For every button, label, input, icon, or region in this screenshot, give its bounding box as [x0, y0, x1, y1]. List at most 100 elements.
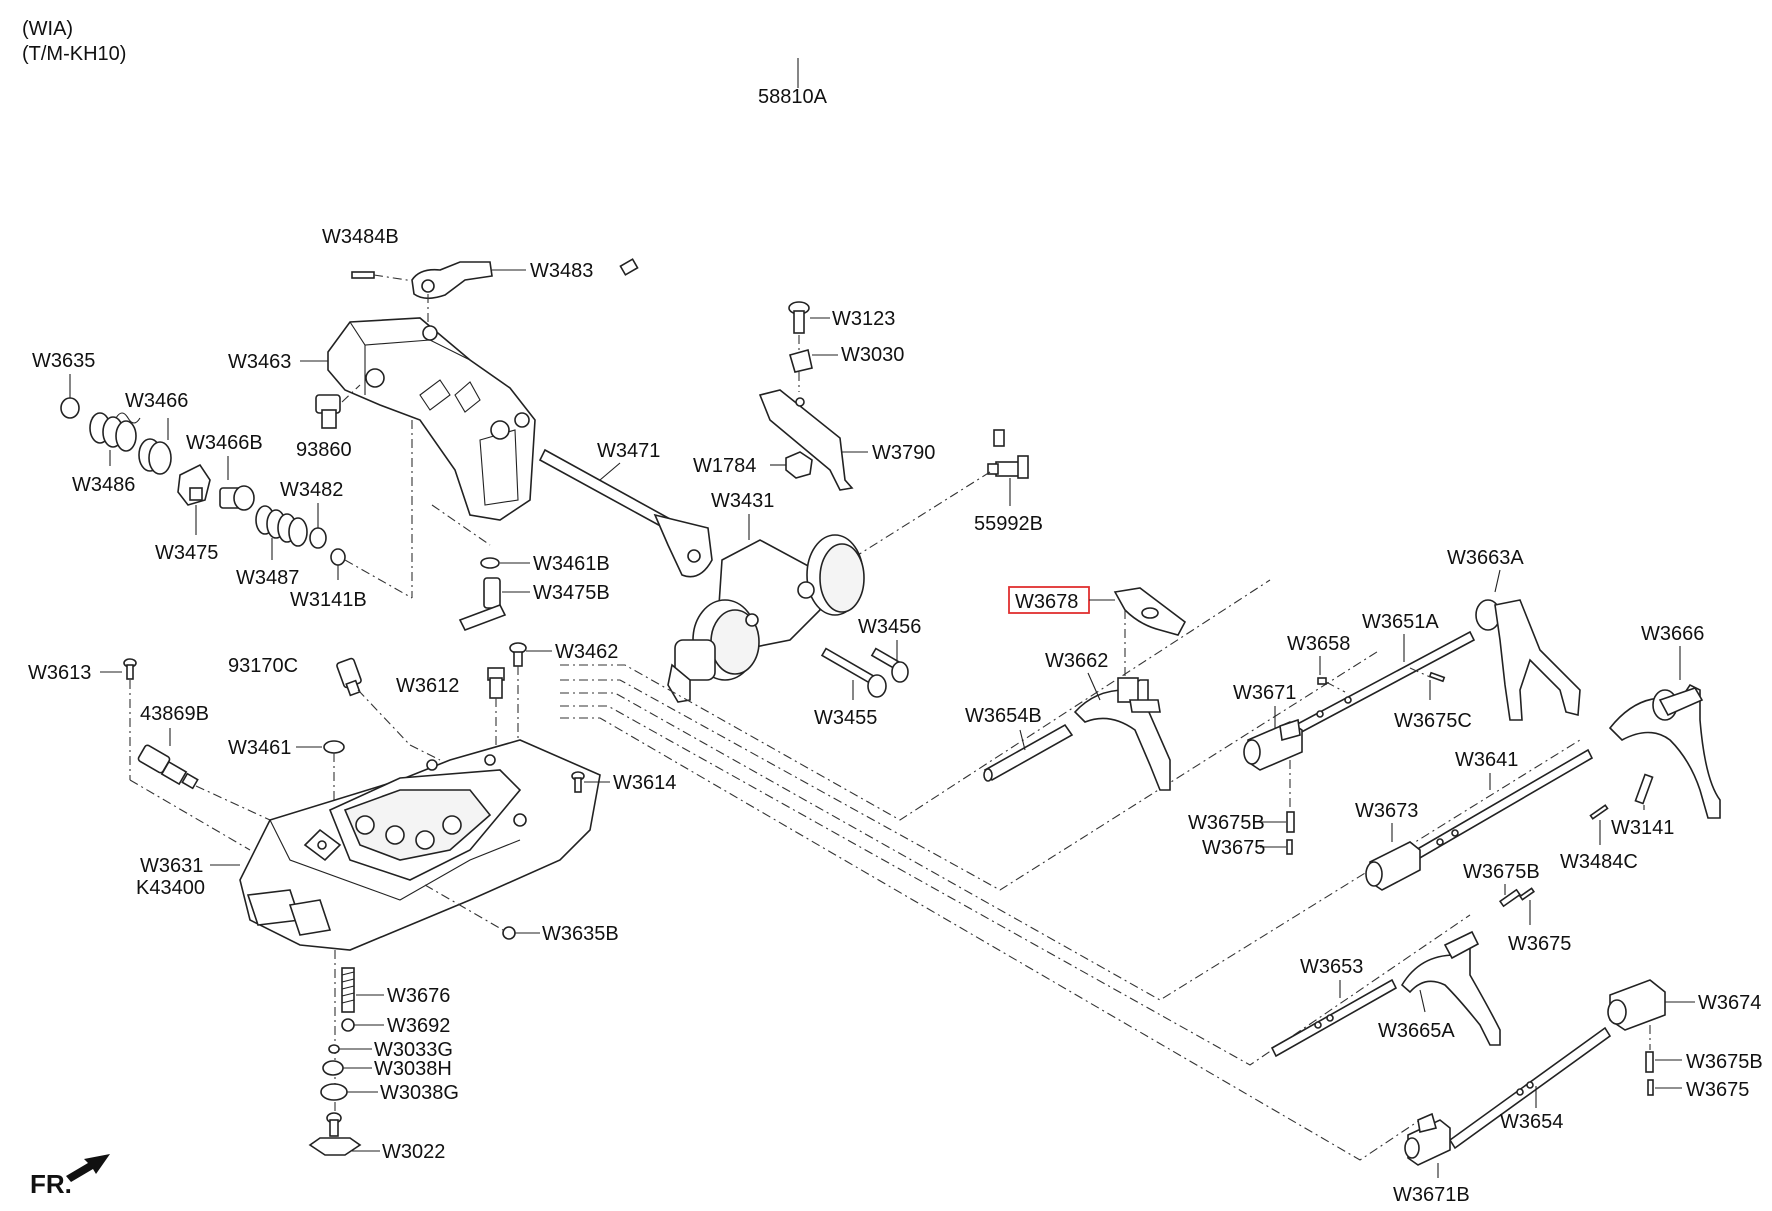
label-W3651A[interactable]: W3651A [1362, 611, 1439, 633]
label-W3475B[interactable]: W3475B [533, 582, 610, 604]
label-W3654B[interactable]: W3654B [965, 705, 1042, 727]
pin-W3658[interactable] [1317, 677, 1327, 685]
block-W3671B[interactable] [1404, 1112, 1451, 1166]
label-W3675-3[interactable]: W3675 [1686, 1079, 1749, 1101]
label-W3692[interactable]: W3692 [387, 1015, 450, 1037]
label-W3030[interactable]: W3030 [841, 344, 904, 366]
fork-W3663A[interactable] [1475, 599, 1581, 721]
washer-W3038H[interactable] [322, 1060, 344, 1076]
washer-W3038G[interactable] [320, 1083, 348, 1101]
block-W3671[interactable] [1243, 718, 1303, 771]
label-93860[interactable]: 93860 [296, 439, 352, 461]
label-58810A[interactable]: 58810A [758, 86, 828, 108]
cover-plate-W3631[interactable] [239, 739, 601, 951]
label-W3471[interactable]: W3471 [597, 440, 660, 462]
pin-W3675-3[interactable] [1647, 1079, 1654, 1096]
label-W3675B-3[interactable]: W3675B [1686, 1051, 1763, 1073]
label-55992B[interactable]: 55992B [974, 513, 1043, 535]
label-93170C[interactable]: 93170C [228, 655, 298, 677]
label-W3484B[interactable]: W3484B [322, 226, 399, 248]
bolt-W3676[interactable] [341, 967, 355, 1013]
clip-W3030[interactable] [789, 349, 813, 373]
fork-W3665A[interactable] [1400, 930, 1501, 1046]
label-W3466[interactable]: W3466 [125, 390, 188, 412]
lever-W3483[interactable] [411, 261, 493, 300]
bracket-W3790[interactable] [758, 389, 854, 491]
sensor-43869B[interactable] [137, 744, 199, 790]
label-W3482[interactable]: W3482 [280, 479, 343, 501]
spring-W3486[interactable] [89, 412, 141, 452]
rod-W3654B[interactable] [983, 723, 1074, 782]
rod-W3654[interactable] [1448, 1026, 1612, 1150]
label-W3038H[interactable]: W3038H [374, 1058, 452, 1080]
label-W3635B[interactable]: W3635B [542, 923, 619, 945]
pin-W3675-1[interactable] [1286, 839, 1293, 855]
pin-W3675B-3[interactable] [1645, 1051, 1654, 1073]
spring-W3487[interactable] [255, 505, 308, 547]
label-W3675-1[interactable]: W3675 [1202, 837, 1265, 859]
bolt-W3456[interactable] [870, 647, 909, 683]
bolt-W3123[interactable] [788, 301, 810, 334]
finger-W3475B[interactable] [458, 577, 507, 632]
label-W3461B[interactable]: W3461B [533, 553, 610, 575]
label-W1784[interactable]: W1784 [693, 455, 756, 477]
label-W3038G[interactable]: W3038G [380, 1082, 459, 1104]
label-W3673[interactable]: W3673 [1355, 800, 1418, 822]
actuator-W3431[interactable] [667, 534, 865, 703]
label-W3612[interactable]: W3612 [396, 675, 459, 697]
fork-W3662[interactable] [1073, 677, 1171, 791]
label-W3431[interactable]: W3431 [711, 490, 774, 512]
label-W3141[interactable]: W3141 [1611, 817, 1674, 839]
detent-W3475[interactable] [177, 463, 211, 506]
snap-ring-W3141B[interactable] [330, 548, 346, 566]
label-W3033G[interactable]: W3033G [374, 1039, 453, 1061]
label-W3475[interactable]: W3475 [155, 542, 218, 564]
bolt-W3455[interactable] [820, 647, 887, 698]
label-43869B[interactable]: 43869B [140, 703, 209, 725]
plunger-W3466B[interactable] [219, 485, 255, 511]
label-K43400[interactable]: K43400 [136, 877, 205, 899]
pin-W3675C[interactable] [1428, 671, 1446, 683]
shift-shaft-W3471[interactable] [538, 448, 713, 578]
ring-W3482[interactable] [309, 527, 327, 549]
label-W3486[interactable]: W3486 [72, 474, 135, 496]
rod-W3653[interactable] [1270, 978, 1398, 1058]
label-W3141B[interactable]: W3141B [290, 589, 367, 611]
label-W3456[interactable]: W3456 [858, 616, 921, 638]
sensor-93860[interactable] [315, 394, 341, 429]
label-W3022[interactable]: W3022 [382, 1141, 445, 1163]
bolt-W3613[interactable] [123, 658, 137, 680]
label-W3653[interactable]: W3653 [1300, 956, 1363, 978]
label-W3675-2[interactable]: W3675 [1508, 933, 1571, 955]
label-W3466B[interactable]: W3466B [186, 432, 263, 454]
label-W3635[interactable]: W3635 [32, 350, 95, 372]
o-ring-W3461B[interactable] [480, 557, 500, 569]
pin-W3141[interactable] [1634, 773, 1654, 805]
label-W3654[interactable]: W3654 [1500, 1111, 1563, 1133]
label-W3455[interactable]: W3455 [814, 707, 877, 729]
label-W3663A[interactable]: W3663A [1447, 547, 1524, 569]
label-W3483[interactable]: W3483 [530, 260, 593, 282]
label-W3678[interactable]: W3678 [1015, 591, 1078, 613]
label-W3463[interactable]: W3463 [228, 351, 291, 373]
block-W3673[interactable] [1365, 841, 1421, 891]
label-W3613[interactable]: W3613 [28, 662, 91, 684]
bolt-W3022[interactable] [308, 1112, 362, 1156]
label-W3671[interactable]: W3671 [1233, 682, 1296, 704]
ring-W3635[interactable] [60, 397, 80, 419]
shift-housing-W3463[interactable] [327, 317, 536, 521]
label-W3675B-1[interactable]: W3675B [1188, 812, 1265, 834]
label-W3676[interactable]: W3676 [387, 985, 450, 1007]
cap-W3466[interactable] [138, 438, 172, 475]
fitting-55992B[interactable] [987, 455, 1029, 479]
label-W3790[interactable]: W3790 [872, 442, 935, 464]
pin-W3484C[interactable] [1589, 804, 1609, 820]
cable-58810A[interactable] [619, 42, 1005, 447]
pin-W3675-2[interactable] [1519, 887, 1535, 901]
pin-W3484B[interactable] [351, 271, 375, 279]
ring-W3033G[interactable] [328, 1044, 340, 1054]
label-W3614[interactable]: W3614 [613, 772, 676, 794]
pin-W3675B-2[interactable] [1498, 888, 1522, 908]
ball-W3692[interactable] [341, 1018, 355, 1032]
label-W3631[interactable]: W3631 [140, 855, 203, 877]
